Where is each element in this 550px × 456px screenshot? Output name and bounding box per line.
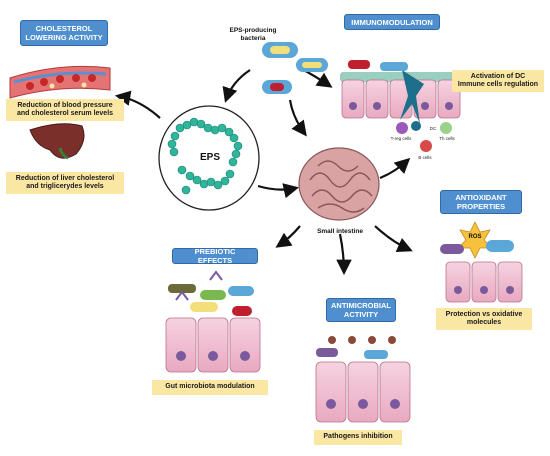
th-cell-label: Th cells	[439, 136, 455, 141]
arrow-eps-to-intestine	[257, 183, 300, 199]
eps-molecule	[158, 105, 260, 211]
blood-vessel-icon	[9, 65, 111, 99]
ros-label: ROS	[468, 234, 482, 240]
arrow-intestine-to-immuno	[379, 157, 411, 180]
immuno-epithelium-icon	[340, 60, 465, 124]
bacteria-label: EPS-producing bacteria	[229, 27, 277, 42]
prebiotic-title: PREBIOTIC EFFECTS	[172, 247, 258, 265]
bacteria-icon	[262, 42, 328, 94]
cholesterol-effect-liver: Reduction of liver cholesterol and trigl…	[6, 172, 124, 194]
arrow-bacteria-to-intestine	[288, 99, 307, 137]
antimicrobial-title: ANTIMICROBIAL ACTIVITY	[326, 298, 396, 322]
antioxidant-epithelium-icon	[440, 221, 523, 303]
antimicrobial-epithelium-icon	[315, 336, 411, 423]
antioxidant-effect: Protection vs oxidative molecules	[436, 308, 532, 330]
arrow-intestine-to-antioxidant	[374, 225, 413, 253]
eps-label: EPS	[199, 152, 220, 163]
cholesterol-title: CHOLESTEROL LOWERING ACTIVITY	[20, 20, 108, 46]
liver-icon	[29, 123, 85, 160]
arrow-bacteria-to-eps	[222, 69, 251, 103]
prebiotic-epithelium-icon	[165, 270, 261, 373]
b-cell-label: B cells	[418, 155, 432, 160]
immunomodulation-effect: Activation of DC Immune cells regulation	[452, 70, 544, 92]
small-intestine-label: Small intestine	[317, 228, 363, 235]
immunomodulation-title: IMMUNOMODULATION	[344, 14, 440, 30]
dc-cell-label: DC	[429, 126, 437, 131]
arrow-intestine-to-prebiotic	[275, 225, 301, 248]
cholesterol-effect-blood: Reduction of blood pressure and choleste…	[6, 99, 124, 121]
small-intestine-icon	[298, 147, 380, 221]
immune-cells-icon	[396, 121, 452, 152]
arrow-eps-to-cholesterol	[114, 90, 161, 119]
arrow-intestine-to-antimicrobial	[336, 233, 352, 276]
antimicrobial-effect: Pathogens inhibition	[314, 430, 402, 445]
prebiotic-effect: Gut microbiota modulation	[152, 380, 268, 395]
antioxidant-title: ANTIOXIDANT PROPERTIES	[440, 190, 522, 214]
treg-cell-label: T-reg cells	[390, 136, 412, 141]
